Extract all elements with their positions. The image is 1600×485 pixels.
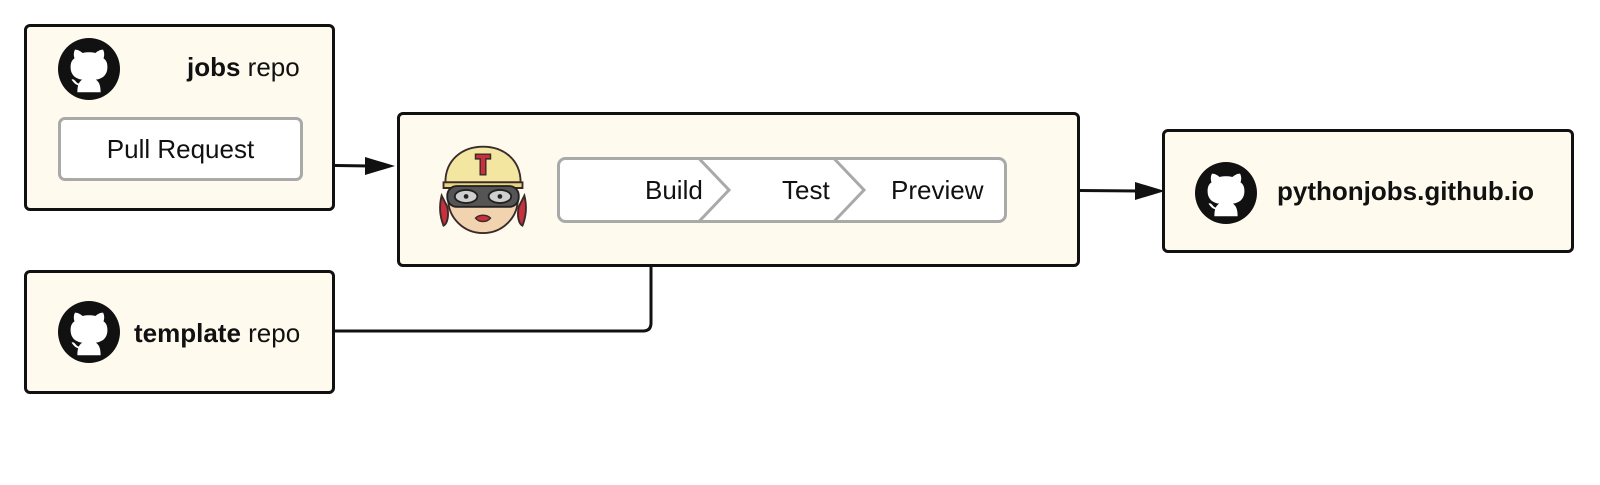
template-repo-title: template repo: [134, 320, 300, 346]
github-icon: [58, 38, 120, 100]
github-icon: [1195, 162, 1257, 224]
pull-request-label: Pull Request: [106, 133, 255, 164]
site-name-text: pythonjobs.github.io: [1277, 176, 1535, 206]
stage-test[interactable]: Test: [782, 175, 830, 205]
stage-preview[interactable]: Preview: [891, 175, 984, 205]
travis-ci-mascot-icon: [436, 141, 530, 235]
site-name[interactable]: pythonjobs.github.io: [1277, 178, 1534, 204]
pipeline-stages: Build Test Preview: [557, 157, 1007, 223]
stage-build[interactable]: Build: [645, 175, 703, 205]
repo-name-bold: template: [134, 318, 241, 348]
github-icon: [58, 301, 120, 363]
repo-name-suffix: repo: [240, 52, 300, 82]
ci-pipeline-box: Build Test Preview: [397, 112, 1080, 267]
jobs-repo-box: jobs repo Pull Request: [24, 24, 335, 211]
github-pages-site-box: pythonjobs.github.io: [1162, 129, 1574, 253]
template-repo-box: template repo: [24, 270, 335, 394]
pull-request-button[interactable]: Pull Request: [58, 117, 303, 181]
jobs-repo-title: jobs repo: [187, 54, 300, 80]
repo-name-suffix: repo: [240, 318, 301, 348]
repo-name-bold: jobs: [187, 52, 241, 82]
